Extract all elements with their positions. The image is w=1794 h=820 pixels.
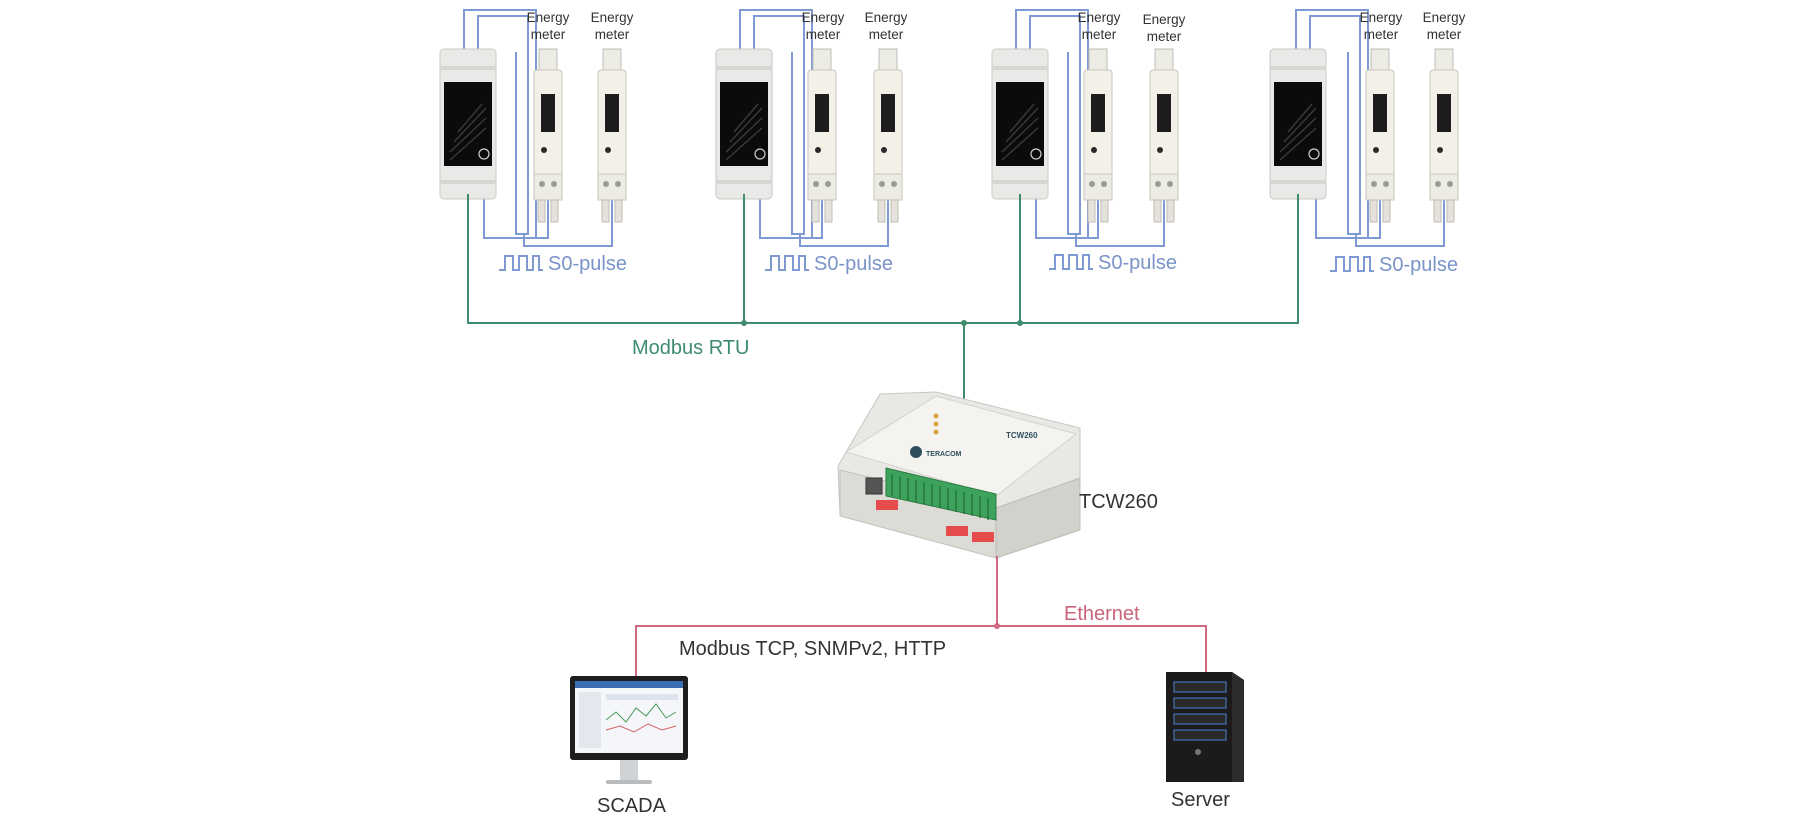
tdi-group-1: Energy meter Energy meter S0-pulse	[439, 9, 634, 275]
energy-meter-icon	[807, 48, 837, 223]
ethernet-label: Ethernet	[1064, 603, 1140, 625]
s0-pulse-label: S0-pulse	[1098, 252, 1177, 274]
energy-meter-label: meter	[531, 27, 566, 42]
energy-meter-label: meter	[595, 27, 630, 42]
monitor-icon	[570, 676, 688, 784]
modbus-rtu-label: Modbus RTU	[632, 337, 749, 359]
energy-meter-icon	[1365, 48, 1395, 223]
energy-meter-label: Energy	[865, 10, 908, 25]
energy-meter-label: Energy	[1423, 10, 1466, 25]
tdi-group-2: Energy meter Energy meter S0-pulse	[715, 9, 908, 275]
server-label: Server	[1171, 789, 1230, 811]
energy-meter-label: meter	[806, 27, 841, 42]
scada-label: SCADA	[597, 795, 667, 817]
energy-meter-label: meter	[1082, 27, 1117, 42]
tcw-model-text: TCW260	[1006, 431, 1038, 440]
s0-pulse-label: S0-pulse	[814, 253, 893, 275]
s0-pulse-label: S0-pulse	[1379, 254, 1458, 276]
energy-meter-label: Energy	[1360, 10, 1403, 25]
s0-pulse-label: S0-pulse	[548, 253, 627, 275]
pulse-wave-icon	[498, 255, 544, 271]
energy-meter-label: Energy	[1143, 12, 1186, 27]
din-rail-counter-icon	[1269, 48, 1327, 200]
tcw260-label: TCW260	[1079, 491, 1158, 513]
tdi-group-3: Energy meter Energy meter S0-pulse	[991, 9, 1186, 274]
din-rail-counter-icon	[439, 48, 497, 200]
energy-meter-label: meter	[1427, 27, 1462, 42]
tcw-brand-text: TERACOM	[926, 451, 962, 458]
energy-meter-label: meter	[1364, 27, 1399, 42]
energy-meter-icon	[1429, 48, 1459, 223]
energy-meter-icon	[873, 48, 903, 223]
energy-meter-label: Energy	[802, 10, 845, 25]
pulse-wave-icon	[764, 255, 810, 271]
energy-meter-label: Energy	[1078, 10, 1121, 25]
server-tower-icon	[1166, 672, 1244, 782]
modbus-rtu-bus: Modbus RTU	[467, 194, 1299, 414]
pulse-wave-icon	[1048, 254, 1094, 270]
energy-meter-label: meter	[1147, 29, 1182, 44]
din-rail-counter-icon	[991, 48, 1049, 200]
protocols-label: Modbus TCP, SNMPv2, HTTP	[679, 638, 946, 660]
din-rail-counter-icon	[715, 48, 773, 200]
energy-meter-icon	[597, 48, 627, 223]
energy-meter-icon	[1149, 48, 1179, 223]
energy-meter-label: Energy	[591, 10, 634, 25]
energy-meter-label: meter	[869, 27, 904, 42]
energy-meter-label: Energy	[527, 10, 570, 25]
tdi-group-4: Energy meter Energy meter S0-pulse	[1269, 9, 1466, 276]
energy-meter-icon	[1083, 48, 1113, 223]
pulse-wave-icon	[1329, 256, 1375, 272]
energy-meter-icon	[533, 48, 563, 223]
tcw260-controller-icon: TERACOM TCW260	[837, 391, 1081, 559]
ethernet-network: Ethernet Modbus TCP, SNMPv2, HTTP	[635, 556, 1207, 680]
